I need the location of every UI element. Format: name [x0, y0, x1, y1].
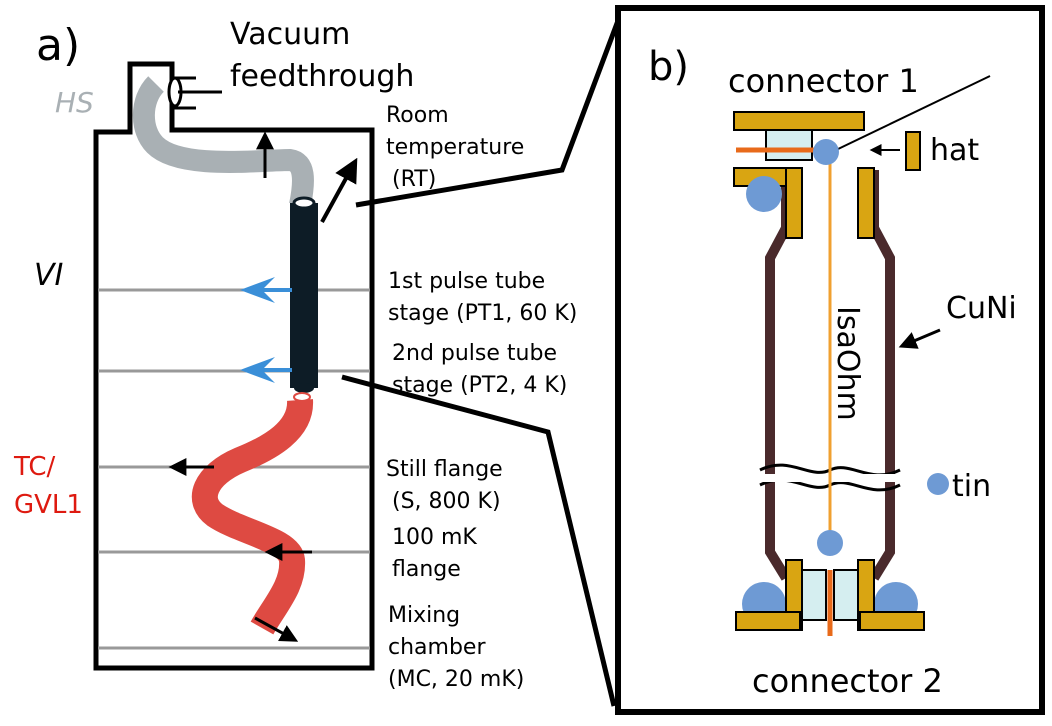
dark-cable-top-end: [292, 196, 316, 210]
zoom-line-top: [355, 9, 625, 208]
mc-label: Mixing chamber (MC, 20 mK): [388, 603, 524, 692]
zoom-line-bottom: [341, 374, 617, 707]
cuni-label: CuNi: [946, 291, 1017, 326]
hat-piece: [905, 131, 921, 171]
tc-label: TC/ GVL1: [13, 452, 83, 520]
still-label: Still flange (S, 800 K): [386, 457, 510, 514]
cuni-arrow: [898, 328, 941, 349]
tin-icon: [927, 473, 949, 495]
connector-2: [735, 530, 925, 636]
connector-1-label: connector 1: [728, 62, 919, 100]
panel-a-label: a): [36, 20, 80, 71]
vacuum-feedthrough-connector: [167, 76, 222, 110]
pt2-label: 2nd pulse tube stage (PT2, 4 K): [392, 341, 567, 398]
hat-label: hat: [930, 133, 979, 168]
isaohm-label: IsaOhm: [830, 306, 865, 421]
pt1-label: 1st pulse tube stage (PT1, 60 K): [388, 269, 577, 326]
rt-out-arrow: [320, 157, 358, 223]
tc-cable: [191, 399, 313, 635]
dark-cable-bottom-end: [294, 383, 314, 393]
pt1-heat-arrow: [240, 277, 292, 303]
connector-2-label: connector 2: [752, 662, 943, 700]
rt-label: Room temperature (RT): [386, 103, 531, 192]
100mk-label: 100 mK flange: [392, 525, 484, 582]
hs-label: HS: [55, 86, 94, 119]
vacuum-feedthrough-label: Vacuum feedthrough: [230, 17, 414, 94]
dark-cable: [290, 203, 318, 388]
vi-label: VI: [34, 258, 64, 293]
panel-b: b) connector 1 connector 2 hat: [615, 5, 1045, 715]
hs-cable: [132, 76, 314, 208]
mc-arrow: [254, 616, 299, 642]
panel-a: a) Vacuum feedthrough HS VI TC/ GVL1 Roo…: [13, 9, 625, 707]
tc-cable-top-end: [293, 392, 311, 402]
pt2-heat-arrow: [240, 357, 292, 383]
cryostat-outline: [93, 61, 375, 671]
panel-b-label: b): [648, 44, 689, 90]
connector-1-leader: [835, 75, 991, 151]
connector-1: [733, 111, 875, 239]
tin-label: tin: [952, 469, 991, 504]
